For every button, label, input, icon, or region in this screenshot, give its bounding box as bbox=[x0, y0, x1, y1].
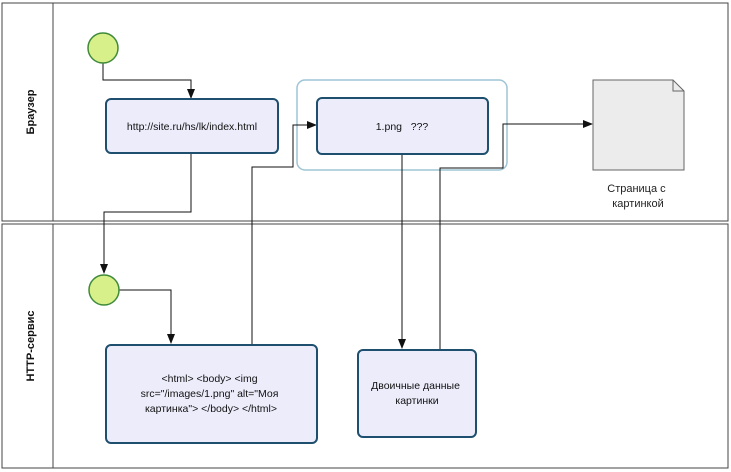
flow-http-start-to-html bbox=[119, 289, 175, 344]
task-image[interactable] bbox=[316, 97, 489, 155]
document-label: Страница с картинкой bbox=[607, 183, 668, 210]
task-url[interactable] bbox=[105, 98, 279, 154]
task-html[interactable] bbox=[105, 344, 318, 444]
flow-binary-to-document bbox=[439, 120, 593, 350]
start-event-browser[interactable] bbox=[87, 32, 119, 64]
task-image-label: 1.png ??? bbox=[376, 121, 429, 133]
task-binary[interactable] bbox=[357, 349, 477, 438]
lane-browser-label: Браузер bbox=[25, 89, 37, 134]
lane-http-label: HTTP-сервис bbox=[25, 311, 37, 382]
start-event-http[interactable] bbox=[88, 274, 120, 306]
document-fold bbox=[672, 80, 684, 92]
flow-start-to-url bbox=[102, 63, 195, 99]
task-url-label: http://site.ru/hs/lk/index.html bbox=[127, 121, 257, 133]
flow-url-to-http-start bbox=[100, 153, 192, 274]
flow-html-to-image bbox=[251, 121, 317, 345]
task-html-label: <html> <body> <img src="/images/1.png" a… bbox=[141, 373, 282, 415]
task-binary-label: Двоичные данные картинки bbox=[371, 380, 463, 407]
document-shape[interactable] bbox=[592, 79, 685, 171]
